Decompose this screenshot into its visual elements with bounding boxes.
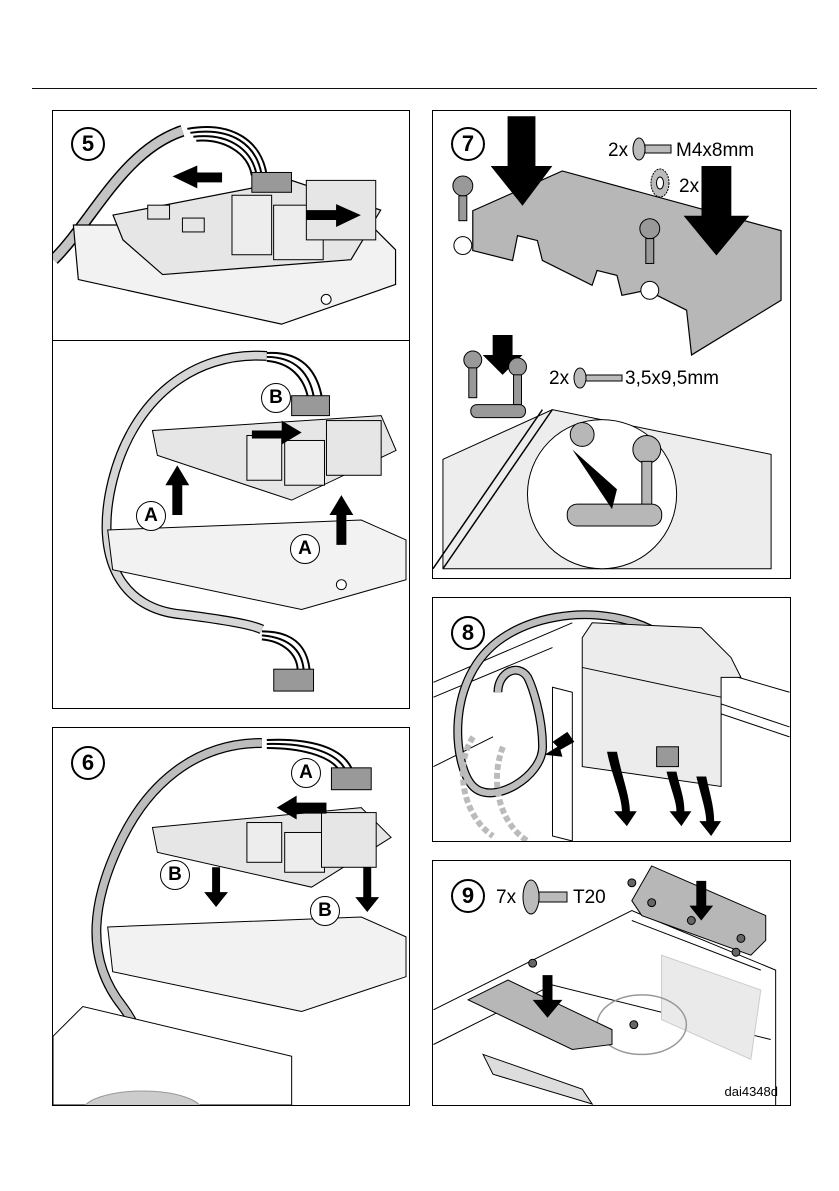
- panel-step-8: 8: [432, 597, 791, 842]
- callout-a: A: [290, 534, 320, 564]
- panel-step-6: 6 A B B: [52, 727, 410, 1106]
- part-spec-label: T20: [573, 888, 606, 907]
- callout-b: B: [160, 860, 190, 890]
- part-qty-label: 2x: [549, 369, 569, 388]
- illustration-step-5-detail: [53, 341, 409, 708]
- drawing-code: dai4348d: [725, 1084, 779, 1099]
- illustration-step-7: [433, 111, 790, 578]
- illustration-step-6: [53, 728, 409, 1105]
- torx-flange-screw-icon: [521, 877, 571, 917]
- part-qty-label: 2x: [608, 141, 628, 160]
- callout-a: A: [291, 758, 321, 788]
- part-spec-label: M4x8mm: [676, 141, 754, 160]
- part-spec-label: 3,5x9,5mm: [625, 369, 719, 388]
- panel-step-9: 9 7x T20 dai4348d: [432, 860, 791, 1106]
- illustration-step-5: [53, 111, 409, 340]
- torx-screw-icon: [631, 137, 673, 161]
- panel-step-5: 5: [52, 110, 410, 341]
- step-number-badge: 5: [71, 127, 105, 161]
- header-rule: [32, 88, 817, 89]
- panel-step-5-detail: A A B: [52, 340, 410, 709]
- panel-step-7: 7 2x M4x8mm 2x 2x 3,5x9,5mm: [432, 110, 791, 579]
- part-qty-label: 2x: [679, 177, 699, 196]
- step-number-badge: 9: [451, 879, 485, 913]
- step-number-badge: 8: [451, 616, 485, 650]
- step-number-badge: 7: [451, 127, 485, 161]
- step-number-badge: 6: [71, 746, 105, 780]
- illustration-step-9: [433, 861, 790, 1105]
- part-qty-label: 7x: [496, 888, 516, 907]
- callout-a: A: [136, 501, 166, 531]
- callout-b: B: [261, 383, 291, 413]
- callout-b: B: [310, 896, 340, 926]
- lock-washer-icon: [649, 167, 671, 199]
- illustration-step-8: [433, 598, 790, 841]
- phillips-screw-icon: [573, 367, 625, 389]
